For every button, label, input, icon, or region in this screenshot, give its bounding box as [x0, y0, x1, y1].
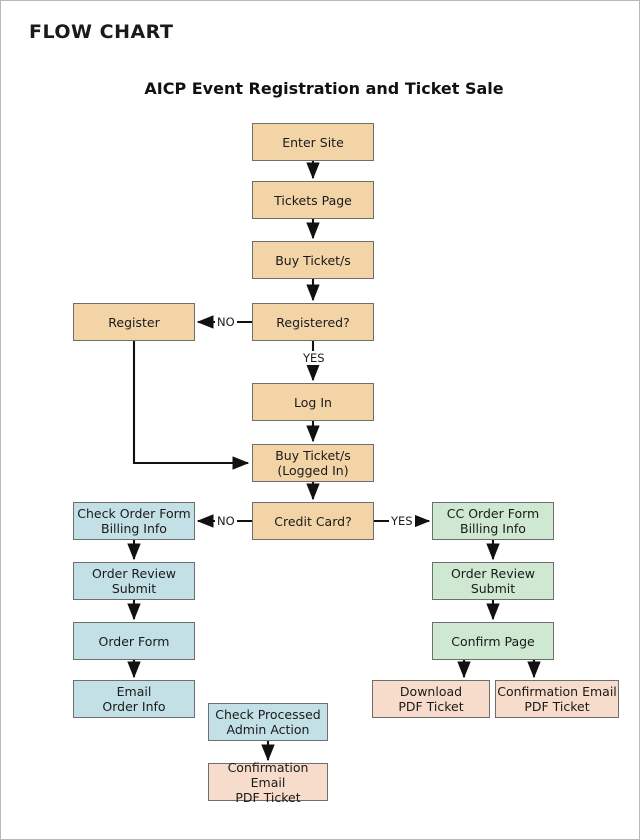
node-log-in[interactable]: Log In [252, 383, 374, 421]
node-confirm-page[interactable]: Confirm Page [432, 622, 554, 660]
edge-register-buy-tickets-logged [132, 341, 250, 470]
node-confirmation-email[interactable]: Confirmation Email PDF Ticket [495, 680, 619, 718]
node-buy-tickets[interactable]: Buy Ticket/s [252, 241, 374, 279]
node-buy-tickets-logged[interactable]: Buy Ticket/s (Logged In) [252, 444, 374, 482]
edge-label-no-creditcard: NO [215, 514, 237, 528]
node-confirmation-email-2[interactable]: Confirmation Email PDF Ticket [208, 760, 328, 805]
node-cc-order-form[interactable]: CC Order Form Billing Info [432, 502, 554, 540]
node-credit-card[interactable]: Credit Card? [252, 502, 374, 540]
node-check-order-form[interactable]: Check Order Form Billing Info [73, 502, 195, 540]
node-download-pdf[interactable]: Download PDF Ticket [372, 680, 490, 718]
node-tickets-page[interactable]: Tickets Page [252, 181, 374, 219]
edge-label-yes-registered: YES [301, 351, 327, 365]
page-title: FLOW CHART [29, 21, 174, 43]
node-order-review-left[interactable]: Order Review Submit [73, 562, 195, 600]
node-email-order-info[interactable]: Email Order Info [73, 680, 195, 718]
node-registered[interactable]: Registered? [252, 303, 374, 341]
node-order-form[interactable]: Order Form [73, 622, 195, 660]
chart-title: AICP Event Registration and Ticket Sale [144, 79, 504, 98]
edge-label-no-registered: NO [215, 315, 237, 329]
node-check-processed[interactable]: Check Processed Admin Action [208, 703, 328, 741]
edge-label-yes-creditcard: YES [389, 514, 415, 528]
node-order-review-right[interactable]: Order Review Submit [432, 562, 554, 600]
node-register[interactable]: Register [73, 303, 195, 341]
node-enter-site[interactable]: Enter Site [252, 123, 374, 161]
